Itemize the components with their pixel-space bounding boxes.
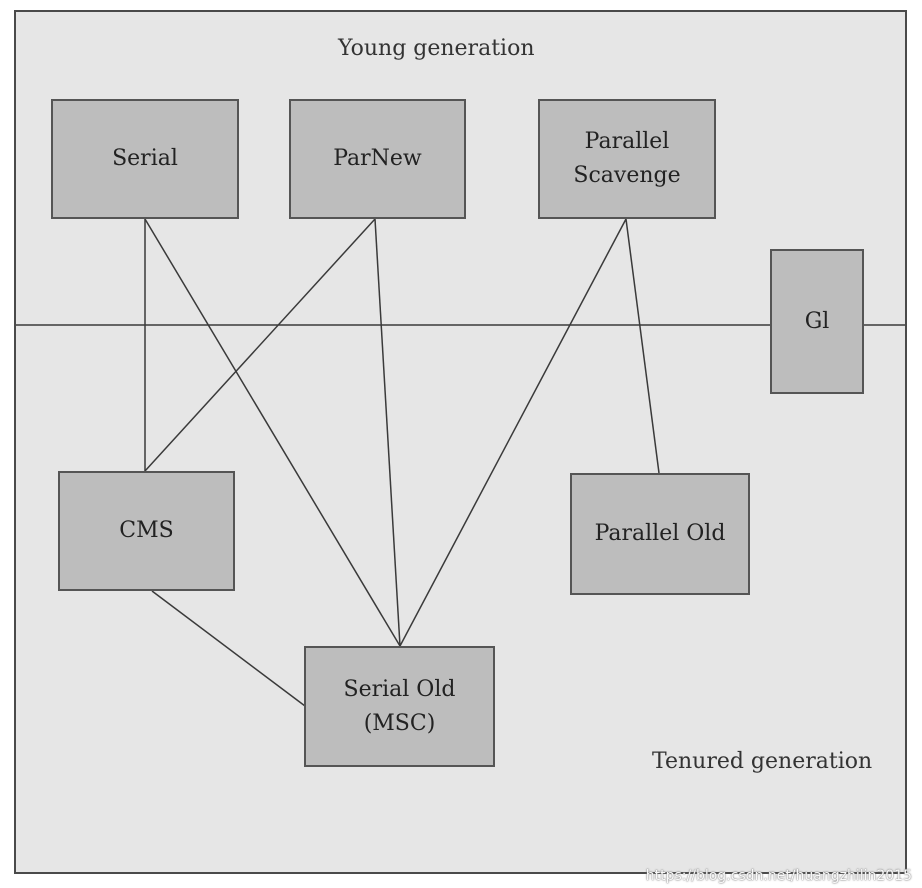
- g1-collector: Gl: [770, 249, 864, 394]
- edge-parnew-cms: [144, 218, 376, 472]
- parallel-old-collector-label: Parallel Old: [594, 521, 726, 546]
- g1-collector-label: Gl: [804, 308, 830, 334]
- parallel-scavenge-collector-label: Parallel Scavenge: [573, 129, 681, 188]
- watermark-text: https://blog.csdn.net/huangzhilin2015: [645, 868, 912, 884]
- edge-parallel-scavenge-parallel-old: [625, 218, 660, 474]
- parallel-scavenge-collector: Parallel Scavenge: [538, 99, 716, 219]
- serial-collector: Serial: [51, 99, 239, 219]
- parnew-collector: ParNew: [289, 99, 466, 219]
- serial-old-collector-label: Serial Old (MSC): [343, 676, 456, 736]
- young-generation-label: Young generation: [338, 36, 535, 61]
- edge-cms-serial-old: [151, 590, 306, 707]
- cms-collector: CMS: [58, 471, 235, 591]
- cms-collector-label: CMS: [119, 518, 174, 543]
- serial-old-collector: Serial Old (MSC): [304, 646, 495, 767]
- edge-serial-serial-old: [144, 218, 401, 647]
- parallel-old-collector: Parallel Old: [570, 473, 750, 595]
- edge-parnew-serial-old: [374, 218, 401, 647]
- edge-parallel-scavenge-serial-old: [399, 218, 627, 647]
- parnew-collector-label: ParNew: [333, 146, 422, 171]
- serial-collector-label: Serial: [112, 146, 178, 171]
- tenured-generation-label: Tenured generation: [652, 749, 873, 774]
